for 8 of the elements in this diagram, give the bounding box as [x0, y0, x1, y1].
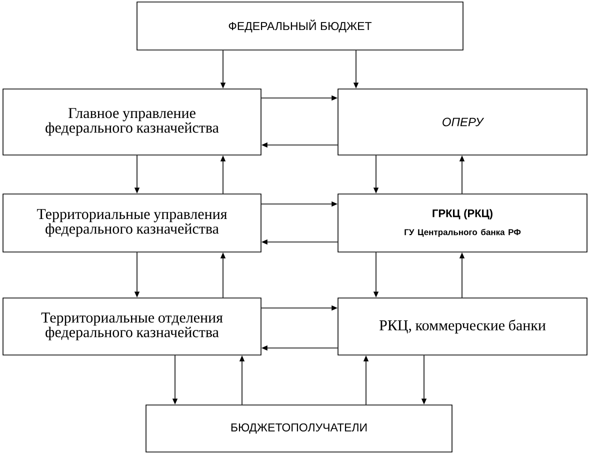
process-box: Главное управление федерального казначейства — [2, 88, 262, 156]
process-box: ОПЕРУ — [338, 88, 588, 156]
process-box: ГРКЦ (РКЦ) ГУ Центрального банка РФ — [338, 194, 588, 252]
budget-box: ФЕДЕРАЛЬНЫЙ БЮДЖЕТ — [136, 2, 464, 50]
recipients-box: БЮДЖЕТОПОЛУЧАТЕЛИ — [146, 404, 452, 452]
process-box: Территориальные управления федерального казначейства — [2, 194, 262, 252]
process-box: РКЦ, коммерческие банки — [338, 298, 588, 356]
process-box: Территориальные отделения федерального казначейства — [2, 298, 262, 356]
